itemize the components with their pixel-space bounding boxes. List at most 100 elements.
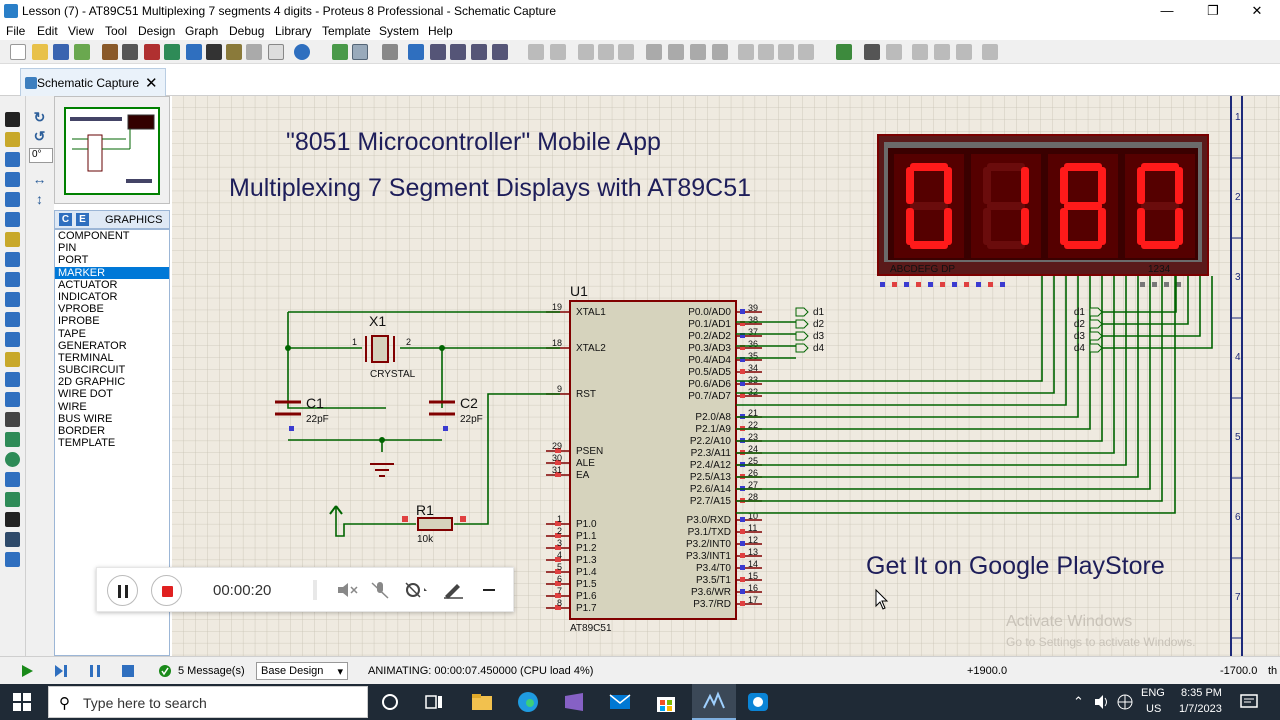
capacitor-c1[interactable]: C1 22pF: [275, 395, 329, 431]
list-item[interactable]: SUBCIRCUIT: [58, 364, 126, 377]
paste-icon[interactable]: [618, 44, 634, 60]
device-pin-icon[interactable]: [5, 272, 20, 287]
step-icon[interactable]: [54, 664, 68, 678]
save-icon[interactable]: [53, 44, 69, 60]
pick-devices-button[interactable]: C: [59, 213, 72, 226]
network-globe-icon[interactable]: [1117, 694, 1133, 710]
menu-library[interactable]: Library: [275, 24, 312, 38]
new-sheet-icon[interactable]: [912, 44, 928, 60]
bom-icon[interactable]: [226, 44, 242, 60]
new-file-icon[interactable]: [10, 44, 26, 60]
block-delete-icon[interactable]: [712, 44, 728, 60]
pcb-icon[interactable]: [144, 44, 160, 60]
decompose-icon[interactable]: [798, 44, 814, 60]
taskbar-search[interactable]: ⚲ Type here to search: [48, 686, 368, 718]
design-selector[interactable]: Base Design▾: [256, 662, 348, 680]
wire-label-icon[interactable]: [5, 172, 20, 187]
recorder-drag-handle[interactable]: [313, 580, 317, 600]
volume-icon[interactable]: [1093, 694, 1111, 710]
list-item[interactable]: 2D GRAPHIC: [58, 376, 126, 389]
electrical-rule-check-icon[interactable]: [982, 44, 998, 60]
remove-sheet-icon[interactable]: [934, 44, 950, 60]
task-view-icon[interactable]: [422, 690, 446, 714]
list-item[interactable]: IPROBE: [58, 315, 100, 328]
path-icon[interactable]: [5, 492, 20, 507]
import-icon[interactable]: [74, 44, 90, 60]
copy-icon[interactable]: [598, 44, 614, 60]
cortana-icon[interactable]: [378, 690, 402, 714]
menu-file[interactable]: File: [6, 24, 26, 38]
subcircuit-icon[interactable]: [5, 232, 20, 247]
grid-icon[interactable]: [352, 44, 368, 60]
minimize-recorder-icon[interactable]: [479, 580, 499, 600]
list-item[interactable]: TEMPLATE: [58, 437, 116, 450]
overview-window[interactable]: [54, 96, 170, 204]
file-explorer-icon[interactable]: [470, 690, 494, 714]
refresh-icon[interactable]: [332, 44, 348, 60]
list-item[interactable]: TERMINAL: [58, 351, 114, 364]
proteus-taskbar-button[interactable]: [692, 684, 736, 720]
block-copy-icon[interactable]: [646, 44, 662, 60]
list-item[interactable]: COMPONENT: [58, 230, 130, 242]
block-rotate-icon[interactable]: [690, 44, 706, 60]
chip-icon[interactable]: [206, 44, 222, 60]
wire-autorouter-icon[interactable]: [836, 44, 852, 60]
mute-icon[interactable]: [335, 580, 359, 600]
tray-chevron-icon[interactable]: ⌃: [1073, 694, 1084, 709]
exit-to-parent-icon[interactable]: [956, 44, 972, 60]
rotate-clockwise-icon[interactable]: ↻: [33, 109, 46, 125]
bus-icon[interactable]: [5, 212, 20, 227]
pen-icon[interactable]: [441, 580, 467, 600]
circle-icon[interactable]: [5, 452, 20, 467]
list-item[interactable]: WIRE: [58, 400, 87, 413]
windows-start-icon[interactable]: [10, 690, 34, 714]
store-icon[interactable]: [654, 690, 678, 714]
mirror-y-icon[interactable]: ↕: [36, 191, 43, 207]
list-item[interactable]: PORT: [58, 254, 89, 267]
clock-time[interactable]: 8:35 PM: [1181, 687, 1222, 699]
zoom-area-icon[interactable]: [492, 44, 508, 60]
library-manager-button[interactable]: E: [76, 213, 89, 226]
rotation-angle-field[interactable]: 0°: [29, 148, 53, 163]
make-device-icon[interactable]: [758, 44, 774, 60]
virtual-instrument-icon[interactable]: [5, 392, 20, 407]
edge-browser-icon[interactable]: [516, 690, 540, 714]
menu-template[interactable]: Template: [322, 24, 371, 38]
graph-icon[interactable]: [5, 292, 20, 307]
notifications-icon[interactable]: [1240, 694, 1258, 710]
list-item[interactable]: ACTUATOR: [58, 278, 118, 291]
mail-icon[interactable]: [608, 690, 632, 714]
close-window-button[interactable]: ✕: [1251, 3, 1263, 18]
visual-studio-icon[interactable]: [562, 690, 586, 714]
box-icon[interactable]: [5, 432, 20, 447]
tab-schematic-capture[interactable]: Schematic Capture ✕: [20, 68, 166, 96]
property-assign-icon[interactable]: [886, 44, 902, 60]
list-item[interactable]: VPROBE: [58, 303, 104, 316]
pan-icon[interactable]: [408, 44, 424, 60]
line-icon[interactable]: [5, 412, 20, 427]
menu-edit[interactable]: Edit: [37, 24, 58, 38]
gallery-icon[interactable]: [164, 44, 180, 60]
menu-help[interactable]: Help: [428, 24, 453, 38]
menu-design[interactable]: Design: [138, 24, 176, 38]
resistor-r1[interactable]: R1 10k: [402, 502, 466, 545]
stop-recording-button[interactable]: [151, 575, 182, 606]
terminal-icon[interactable]: [5, 252, 20, 267]
origin-icon[interactable]: [382, 44, 398, 60]
minimize-button[interactable]: —: [1160, 3, 1174, 18]
arc-icon[interactable]: [5, 472, 20, 487]
junction-dot-icon[interactable]: [5, 152, 20, 167]
maximize-button[interactable]: ❐: [1207, 3, 1219, 18]
list-item[interactable]: PIN: [58, 242, 77, 255]
block-move-icon[interactable]: [668, 44, 684, 60]
microphone-off-icon[interactable]: [369, 580, 391, 600]
voltage-probe-icon[interactable]: [5, 352, 20, 367]
current-probe-icon[interactable]: [5, 372, 20, 387]
input-language[interactable]: ENG: [1141, 687, 1165, 699]
input-region[interactable]: US: [1146, 703, 1162, 715]
packaging-tool-icon[interactable]: [778, 44, 794, 60]
menu-debug[interactable]: Debug: [229, 24, 265, 38]
pick-device-icon[interactable]: [738, 44, 754, 60]
list-item[interactable]: BORDER: [58, 425, 106, 437]
